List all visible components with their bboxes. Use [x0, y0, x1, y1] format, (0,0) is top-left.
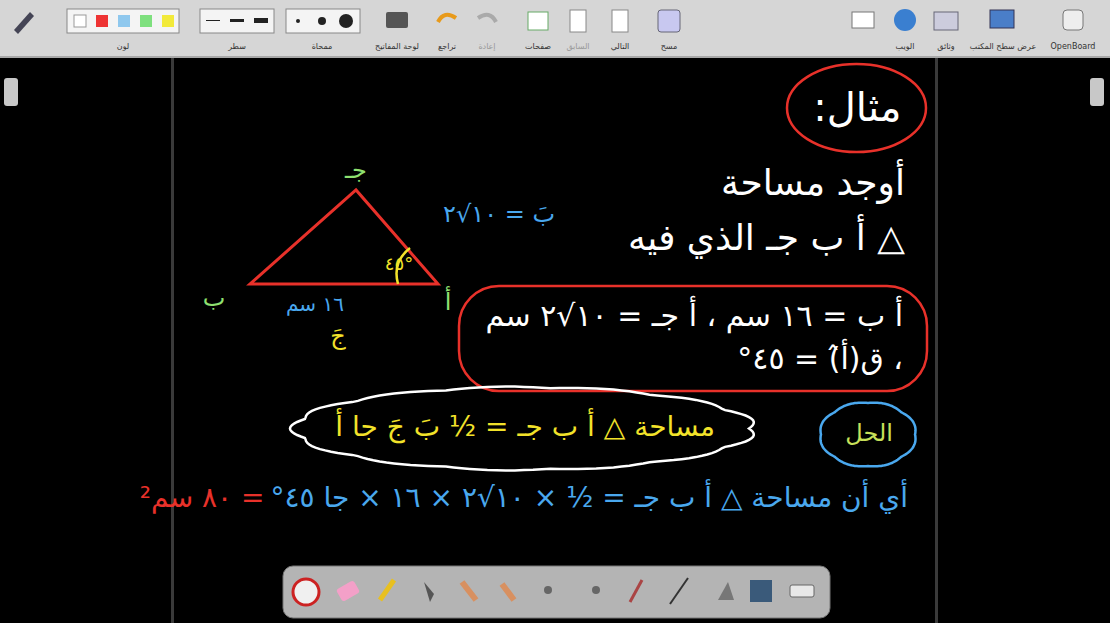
formula-cloud: مساحة △ أ ب جـ = ½ بَ جَ جا أ: [303, 391, 745, 466]
toolbar-icons: [14, 9, 1083, 34]
node-text: الحل: [843, 416, 893, 451]
toolbar-label: مسح: [661, 42, 678, 52]
toolbar-label: الويب: [896, 42, 915, 52]
result-value: = ٨٠ سم²: [140, 480, 265, 515]
side-name: جَ: [330, 321, 346, 351]
triangle-figure: [250, 190, 438, 307]
side-length: ١٦ سم: [286, 292, 344, 317]
question-text: △ أ ب جـ الذي فيه: [628, 215, 905, 260]
toolbar-label: إعادة: [478, 42, 495, 52]
node-text: مساحة △ أ ب جـ = ½ بَ جَ جا أ: [333, 407, 715, 448]
toolbar-label: التالي: [611, 42, 630, 52]
vertex-label: جـ: [345, 155, 367, 185]
toolbar-label: ممحاة: [312, 42, 333, 52]
toolbar-label: سطر: [228, 42, 246, 52]
question-text: أوجد مساحة: [721, 160, 905, 205]
node-text: أ ب = ١٦ سم ، أ جـ = ١٠√٢ سم: [483, 294, 903, 338]
node-text-line: ، ق(أ̂) = ٤٥°: [483, 337, 903, 381]
vertex-label: ب: [203, 283, 226, 313]
toolbar-label: OpenBoard: [1051, 42, 1096, 52]
bottom-toolbar: [283, 566, 830, 618]
toolbar-label: عرض سطح المكتب: [970, 42, 1036, 52]
solution-line: أي أن مساحة △ أ ب جـ = ½ × ١٠√٢ × ١٦ × ج…: [270, 480, 908, 515]
given-box: أ ب = ١٦ سم ، أ جـ = ١٠√٢ سم، ق(أ̂) = ٤٥…: [457, 284, 929, 393]
toolbar-label: لوحة المفاتيح: [375, 42, 419, 52]
side-tab: [1090, 78, 1104, 106]
example-bubble: مثال:: [785, 62, 928, 154]
toolbar-label: السابق: [566, 42, 589, 52]
node-text: مثال:: [811, 78, 902, 136]
toolbar-label: لون: [117, 42, 129, 52]
side-length: بَ = ١٠√٢: [443, 199, 555, 229]
toolbar-label: وثائق: [937, 42, 954, 52]
angle-label: ٤٥°: [385, 253, 413, 276]
toolbar-label: صفحات: [525, 42, 551, 52]
vertex-label: أ: [445, 287, 452, 317]
toolbar-label: تراجع: [438, 42, 456, 52]
side-tab: [4, 78, 18, 106]
solution-cloud: الحل: [825, 406, 911, 463]
